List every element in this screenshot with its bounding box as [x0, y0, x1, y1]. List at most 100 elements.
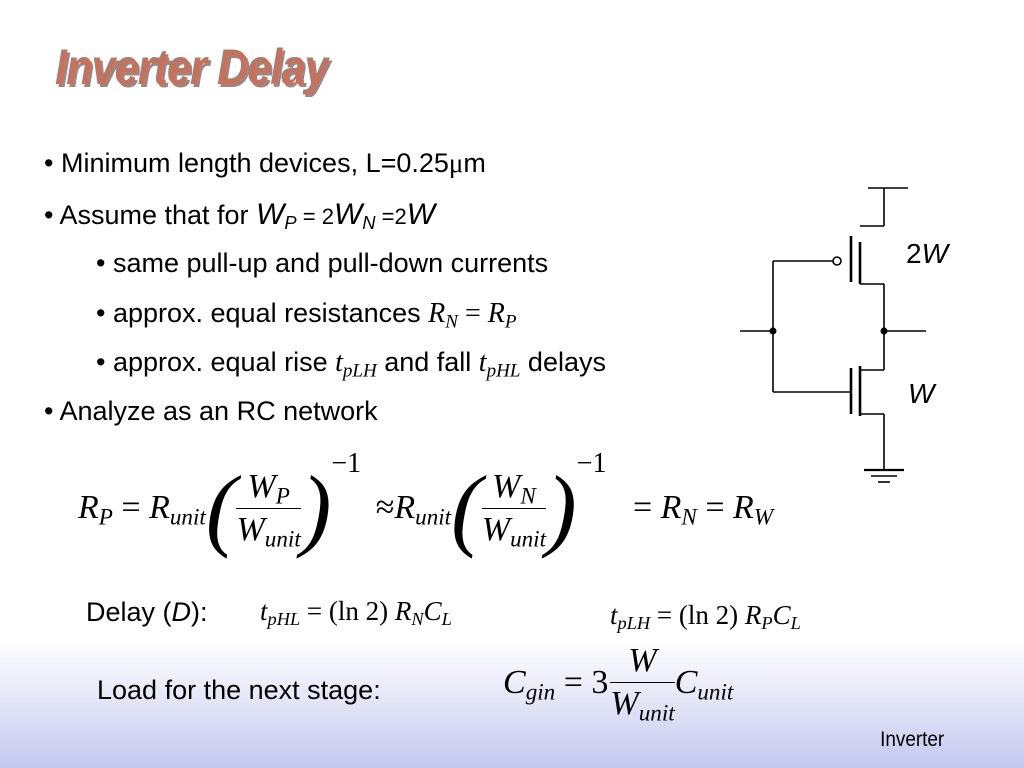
var-d: D — [171, 597, 192, 627]
eq-text: = 2 — [296, 204, 334, 229]
var-w: W — [908, 378, 935, 409]
bullet-minimum-length: • Minimum length devices, L=0.25μm — [44, 148, 486, 179]
bullet-analyze: • Analyze as an RC network — [44, 396, 378, 426]
bullet-text: • approx. equal rise — [96, 347, 336, 377]
approx-sign: ≈ — [375, 489, 395, 527]
bullet-text: • Assume that for — [44, 200, 257, 230]
tplh-formula: tpLH = (ln 2) RPCL — [610, 600, 801, 634]
sub-unit: unit — [638, 700, 675, 727]
input-node — [769, 327, 777, 335]
sub-n: N — [445, 311, 458, 333]
var-w: W — [247, 467, 276, 505]
sub-unit: unit — [169, 504, 206, 531]
sub-p: P — [504, 311, 517, 333]
nmos-width-label: W — [908, 378, 934, 410]
var-t: t — [260, 596, 268, 626]
sub-n: N — [411, 609, 424, 630]
mu-symbol: μ — [448, 148, 464, 178]
delay-label: Delay (D): — [86, 597, 208, 628]
tphl-formula: tpHL = (ln 2) RNCL — [260, 596, 452, 630]
footer-label: Inverter — [879, 728, 944, 751]
var-r: R — [744, 600, 762, 630]
load-label: Load for the next stage: — [97, 675, 381, 705]
bullet-assume: • Assume that for WP = 2WN =2W — [44, 198, 435, 232]
label-text: Delay ( — [86, 597, 172, 627]
sub-unit: unit — [510, 526, 547, 553]
eq-sign: = — [112, 489, 150, 527]
sub-phl: pHL — [486, 360, 521, 382]
eq-text: = 3 — [555, 663, 609, 701]
output-node — [880, 327, 888, 335]
var-r: R — [733, 489, 754, 527]
pmos-width-label: 2W — [906, 238, 948, 270]
sub-p: P — [761, 613, 773, 634]
sub-unit: unit — [415, 504, 452, 531]
subbullet-currents: • same pull-up and pull-down currents — [96, 248, 549, 278]
inverter-schematic — [740, 187, 926, 483]
sub-unit: unit — [697, 678, 734, 705]
subbullet-resistances: • approx. equal resistances RN = RP — [96, 298, 517, 333]
var-c: C — [674, 663, 698, 701]
var-w: W — [333, 198, 363, 231]
eq-sign: = — [632, 489, 661, 527]
bullet-text: • approx. equal resistances — [96, 298, 429, 328]
var-c: C — [503, 663, 526, 701]
right-paren: ) — [546, 457, 577, 560]
var-w: W — [610, 642, 675, 683]
sub-phl: pHL — [267, 609, 301, 630]
var-w: W — [492, 467, 521, 505]
var-w: W — [481, 510, 511, 548]
var-w: W — [406, 198, 436, 231]
right-paren: ) — [300, 457, 332, 560]
var-r: R — [428, 298, 446, 329]
sub-n: N — [520, 483, 536, 510]
var-t: t — [335, 347, 343, 378]
var-t: t — [478, 347, 487, 378]
var-c: C — [423, 596, 442, 626]
var-w: W — [256, 198, 285, 231]
bullet-text: and fall — [376, 347, 479, 377]
sub-plh: pLH — [617, 613, 651, 634]
eq-sign: = — [696, 489, 734, 527]
sub-p: P — [275, 483, 290, 510]
pmos-bubble — [832, 256, 842, 266]
sub-l: L — [790, 613, 801, 634]
var-r: R — [487, 298, 505, 329]
exponent: −1 — [331, 448, 362, 479]
eq-text: = (ln 2) — [300, 596, 395, 626]
left-paren: ( — [205, 457, 237, 560]
sub-w: W — [753, 504, 774, 531]
label-digit: 2 — [906, 238, 922, 269]
exponent: −1 — [576, 448, 607, 479]
sub-n: N — [681, 504, 697, 531]
var-r: R — [660, 489, 682, 527]
sub-gin: gin — [525, 678, 556, 705]
sub-l: L — [441, 609, 452, 630]
var-t: t — [610, 600, 618, 630]
bullet-text: delays — [520, 347, 606, 377]
unit-text: m — [463, 148, 486, 178]
var-w: W — [236, 510, 265, 548]
label-text: ): — [191, 597, 208, 627]
bullet-text: • Minimum length devices, L=0.25 — [44, 148, 449, 178]
sub-unit: unit — [264, 526, 301, 553]
var-r: R — [78, 489, 99, 527]
sub-p: P — [98, 504, 113, 531]
var-c: C — [772, 600, 791, 630]
eq-text: =2 — [375, 204, 407, 229]
sub-plh: pLH — [342, 360, 377, 382]
eq-text: = (ln 2) — [650, 600, 745, 630]
subbullet-delays: • approx. equal rise tpLH and fall tpHL … — [96, 347, 606, 382]
sub-n: N — [362, 212, 376, 234]
sub-p: P — [284, 212, 297, 234]
slide-title: Inverter Delay — [55, 39, 328, 95]
eq-text: = — [457, 298, 488, 329]
var-r: R — [394, 596, 412, 626]
var-r: R — [394, 489, 416, 527]
var-r: R — [149, 489, 170, 527]
